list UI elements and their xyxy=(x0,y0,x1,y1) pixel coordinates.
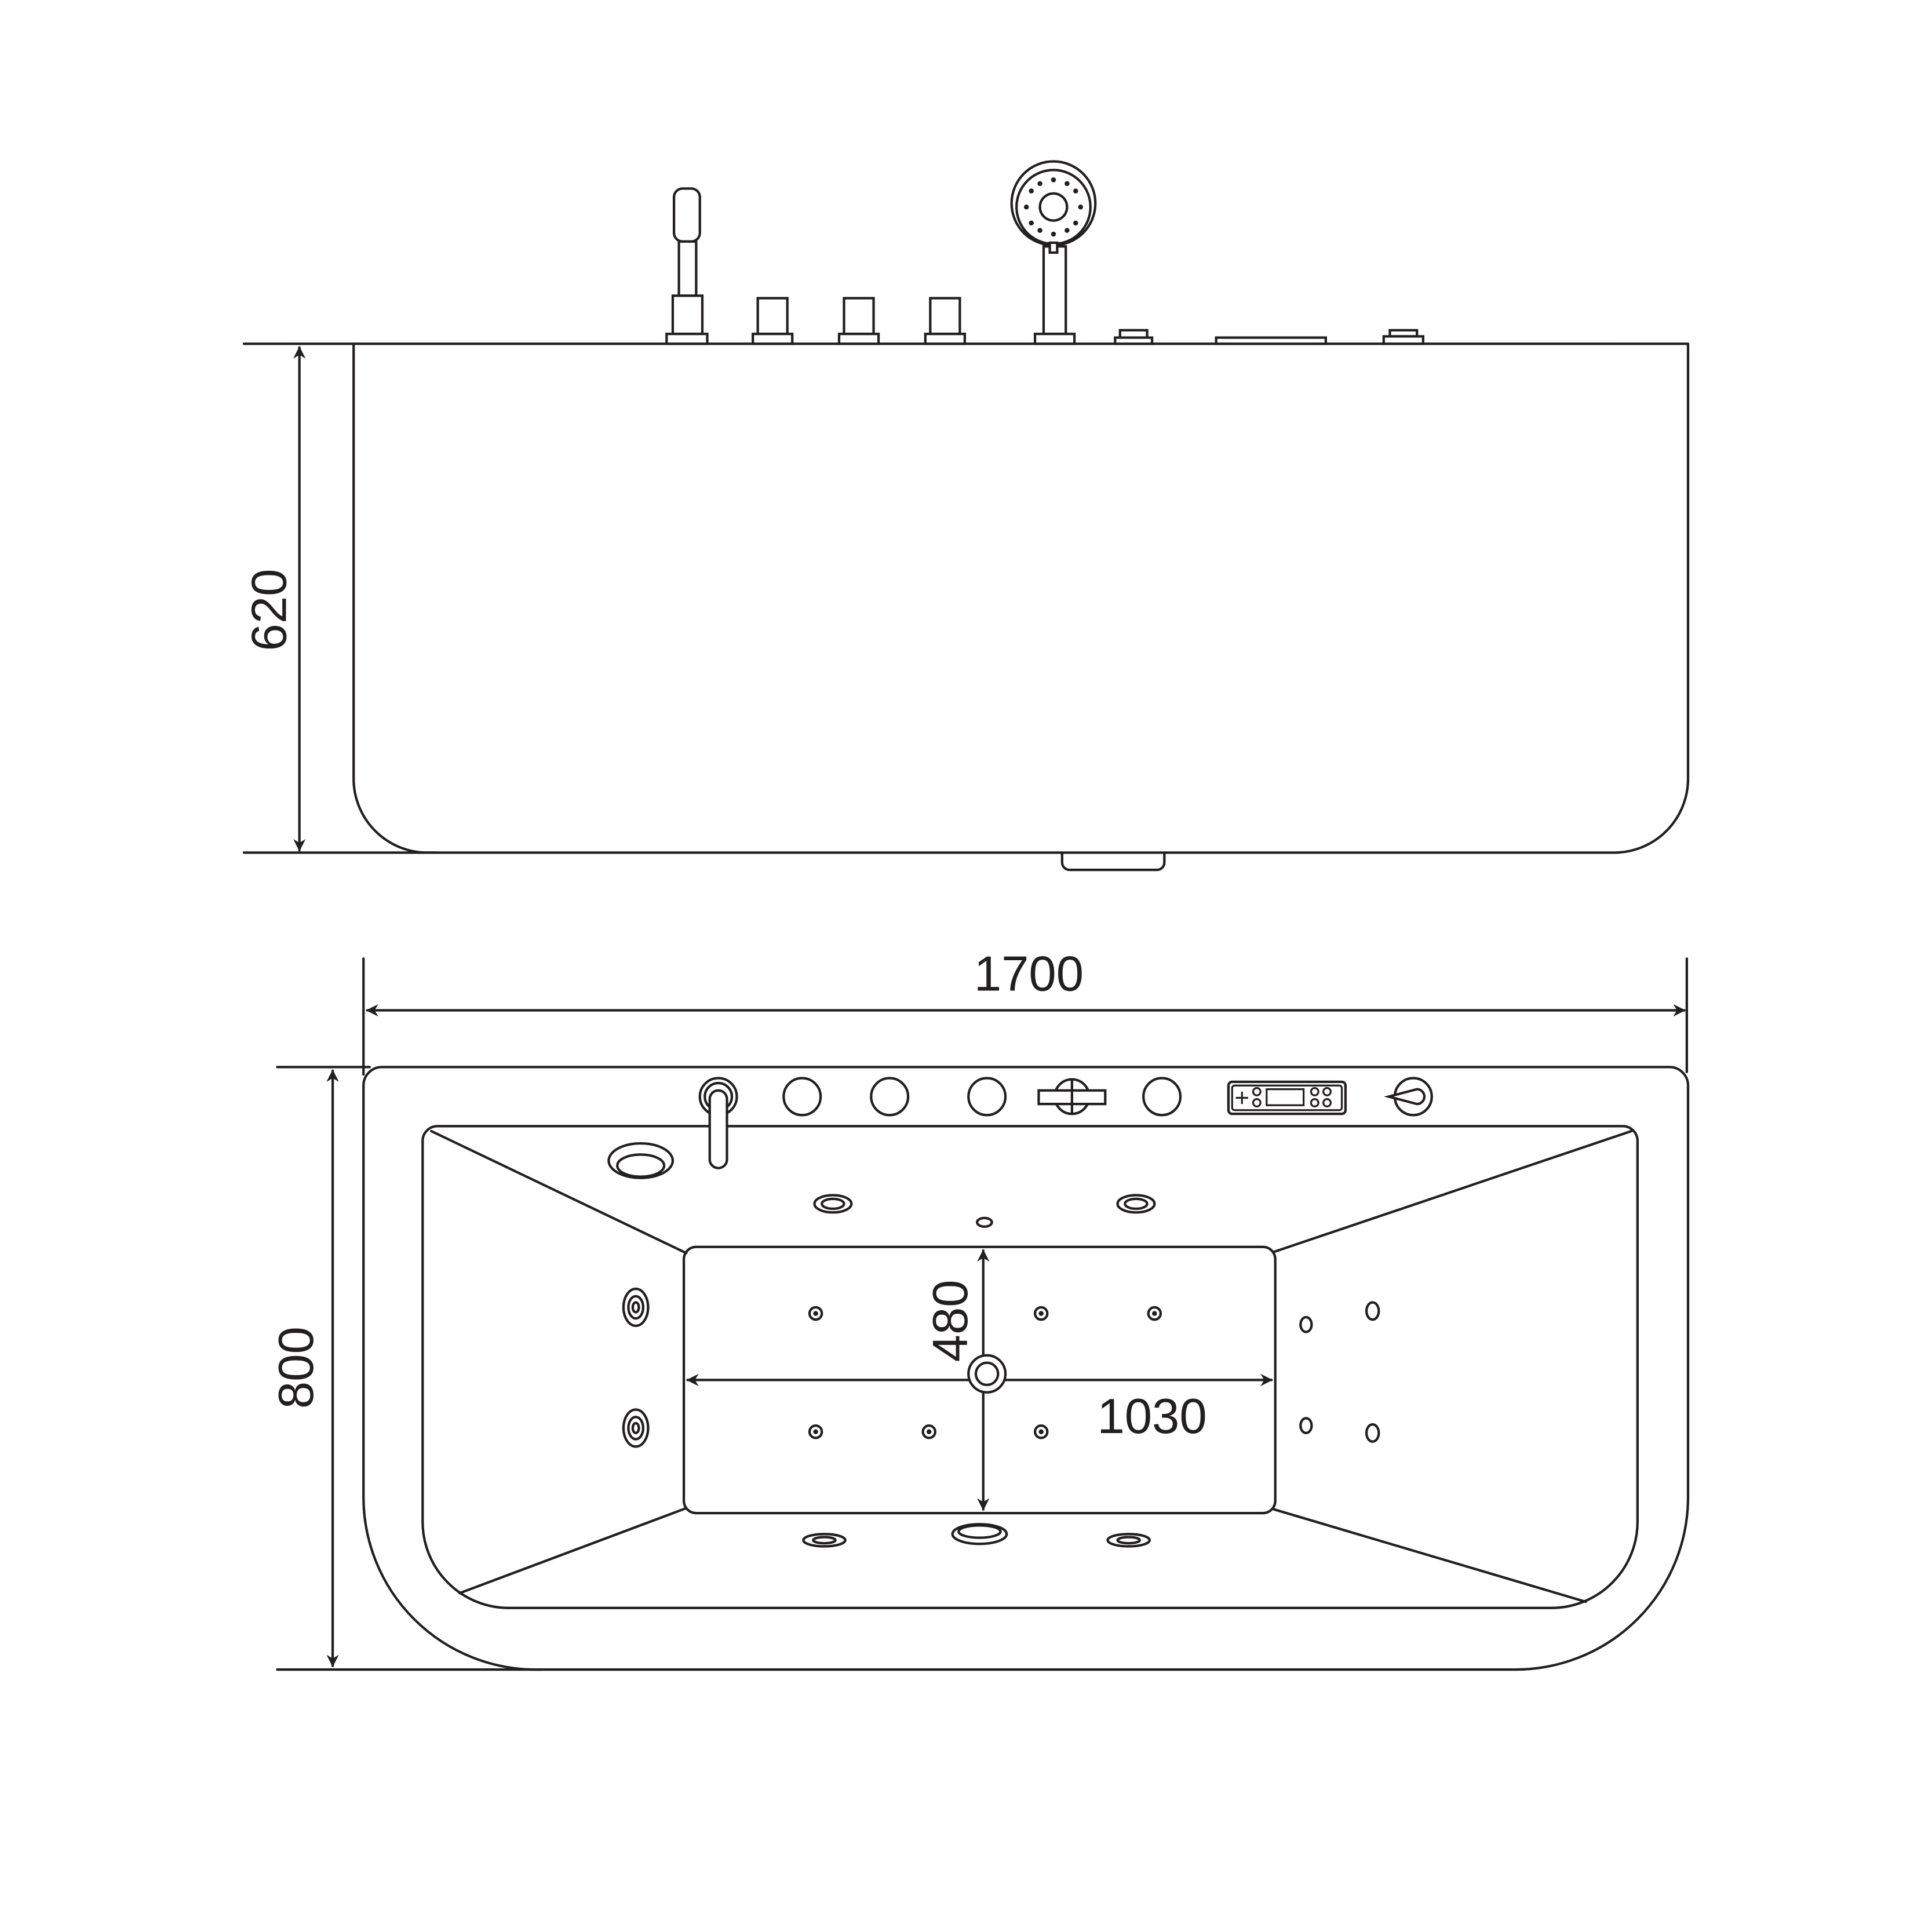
control-panel-side-icon xyxy=(1215,336,1327,345)
jet-icon xyxy=(622,1408,650,1448)
tub-outer-rim xyxy=(362,1066,1690,1671)
width-dimension-label: 800 xyxy=(269,1326,324,1409)
basin-slope-lines xyxy=(430,1129,1633,1603)
valve-knob-icon xyxy=(870,1077,910,1117)
control-panel-icon xyxy=(1227,1080,1347,1116)
valve-icon xyxy=(837,297,880,345)
side-body-outline xyxy=(352,342,1690,854)
jet-icon xyxy=(802,1533,847,1548)
jet-icon xyxy=(808,1424,823,1439)
valve-knob-icon xyxy=(967,1077,1007,1117)
jet-icon xyxy=(1147,1306,1162,1321)
hand-shower-icon xyxy=(1010,160,1097,345)
jet-icon xyxy=(1116,1194,1156,1214)
top-view: 1700 800 480 1030 xyxy=(269,947,1690,1671)
jet-icon xyxy=(921,1424,936,1439)
drain-icon xyxy=(967,1354,1007,1394)
height-dimension-label: 620 xyxy=(242,569,297,651)
jet-icon xyxy=(1033,1306,1049,1321)
length-dimension-label: 1700 xyxy=(974,947,1084,1002)
jet-icon xyxy=(808,1306,823,1321)
pop-up-lever-icon xyxy=(1383,1077,1433,1117)
tub-floor xyxy=(682,1245,1277,1515)
jet-icon xyxy=(1299,1315,1313,1333)
jet-icon xyxy=(1033,1424,1049,1439)
jet-icon xyxy=(1299,1417,1313,1434)
jet-icon xyxy=(1106,1533,1151,1548)
suction-icon xyxy=(951,1523,1008,1545)
overflow-icon xyxy=(607,1142,675,1179)
bath-spout-icon xyxy=(665,187,709,345)
jet-icon xyxy=(976,1216,993,1228)
floor-width-dimension-label: 480 xyxy=(923,1280,978,1362)
spout-icon xyxy=(698,1077,738,1169)
floor-length-dimension-label: 1030 xyxy=(1097,1389,1206,1444)
valve-icon xyxy=(752,297,794,345)
jets xyxy=(622,1194,1380,1548)
jet-icon xyxy=(1365,1423,1380,1443)
jet-icon xyxy=(1365,1301,1380,1321)
air-button-icon xyxy=(1114,329,1154,345)
valve-knob-icon xyxy=(782,1077,822,1117)
jet-icon xyxy=(622,1287,650,1327)
valve-icon xyxy=(924,297,967,345)
drain-outlet-icon xyxy=(1060,851,1166,872)
side-view: 620 xyxy=(242,160,1690,872)
tub-inner-basin xyxy=(421,1125,1639,1609)
pop-up-lever-icon xyxy=(1382,329,1424,345)
jet-icon xyxy=(813,1194,853,1214)
hand-shower-holder-icon xyxy=(1037,1078,1107,1116)
valve-knob-icon xyxy=(1142,1077,1182,1117)
